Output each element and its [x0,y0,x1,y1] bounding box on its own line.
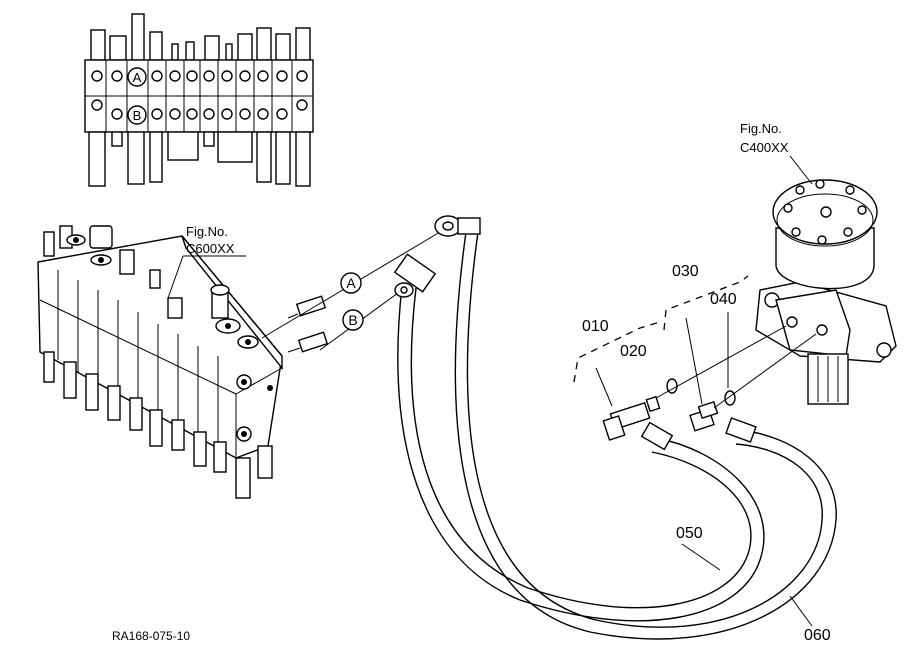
travel-motor [755,179,897,405]
drawing-id: RA168-075-10 [112,629,190,643]
part-number-060: 060 [804,627,831,644]
control-valve-assembly [37,225,283,499]
valve-port-adapter-a [287,295,327,319]
part-number-050: 050 [676,525,703,542]
top-port-b-marker: B [127,105,147,125]
elbow-fitting-030 [689,400,719,432]
o-ring-040 [724,390,736,406]
svg-text:B: B [133,108,142,123]
svg-text:A: A [346,275,356,291]
port-b-callout: B [342,309,364,331]
motor-figure-reference: Fig.No. C400XX [740,121,813,185]
valve-port-adapter-b [287,331,329,353]
part-group-010-bracket [573,321,661,383]
control-valve-top-view [84,13,314,187]
part-number-020: 020 [620,343,647,360]
svg-text:A: A [133,70,142,85]
elbow-fitting-010 [602,395,661,441]
valve-figure-reference: Fig.No. C600XX [167,224,246,299]
part-number-040: 040 [710,291,737,308]
part-number-030: 030 [672,263,699,280]
svg-text:Fig.No.: Fig.No. [740,121,782,136]
svg-text:Fig.No.: Fig.No. [186,224,228,239]
svg-text:C600XX: C600XX [186,241,235,256]
part-group-030-bracket [663,275,749,331]
port-a-callout: A [340,272,362,294]
svg-text:C400XX: C400XX [740,140,789,155]
svg-text:B: B [348,312,357,328]
hose-060 [434,215,837,640]
hose-050 [393,253,765,622]
top-port-a-marker: A [127,67,147,87]
part-number-010: 010 [582,318,609,335]
